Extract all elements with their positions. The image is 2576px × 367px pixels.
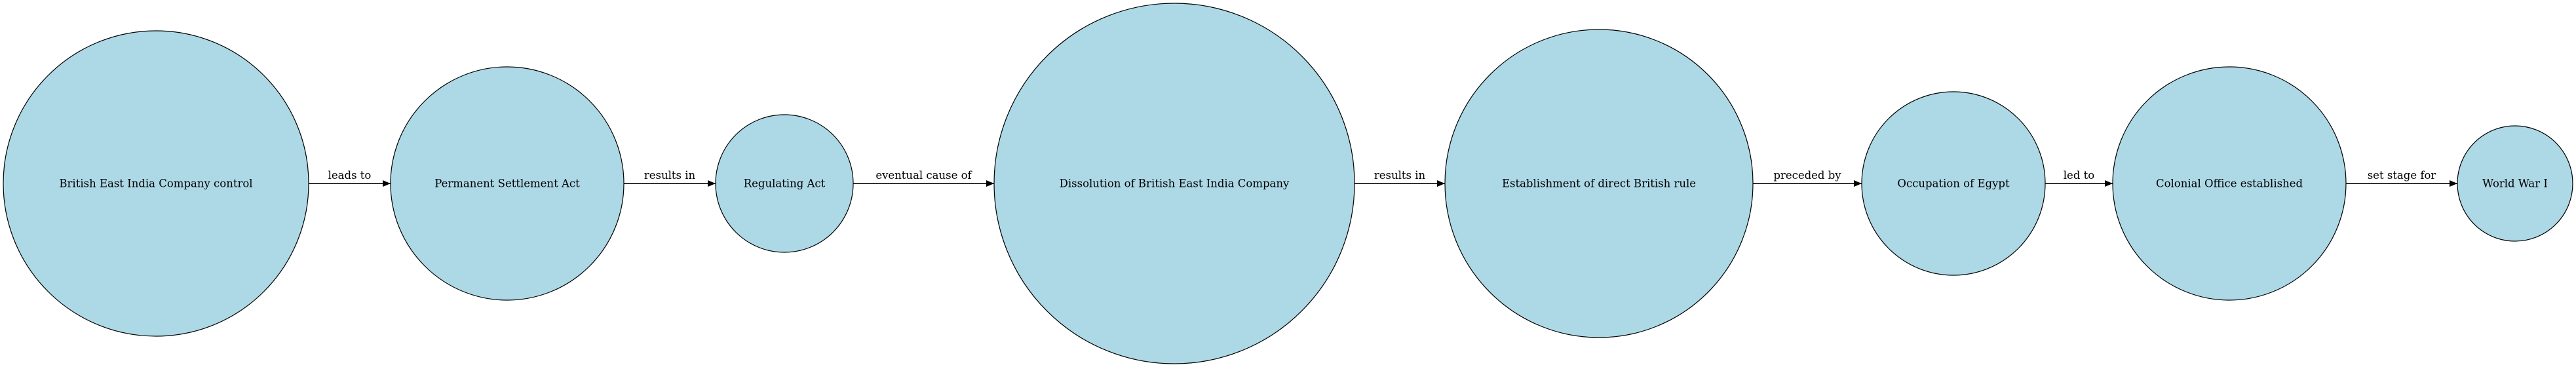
node-label: Dissolution of British East India Compan… <box>1060 178 1290 190</box>
node-n1[interactable]: British East India Company control <box>3 30 309 337</box>
node-n4[interactable]: Dissolution of British East India Compan… <box>993 3 1355 364</box>
node-circle <box>993 3 1355 364</box>
edge-label: leads to <box>328 169 372 182</box>
node-n2[interactable]: Permanent Settlement Act <box>390 66 625 301</box>
node-circle <box>1444 29 1754 338</box>
node-n3[interactable]: Regulating Act <box>715 114 854 253</box>
node-n6[interactable]: Occupation of Egypt <box>1861 91 2046 276</box>
node-label: Permanent Settlement Act <box>434 178 580 190</box>
nodes-layer: British East India Company control Perman… <box>3 3 2573 364</box>
edge-n2-n3[interactable]: results in <box>624 169 716 187</box>
edges-layer: leads to results in eventual cause of resul… <box>309 169 2457 187</box>
edge-n5-n6[interactable]: preceded by <box>1753 169 1862 187</box>
edge-label: set stage for <box>2368 169 2436 182</box>
node-label: Establishment of direct British rule <box>1502 178 1696 190</box>
node-label: Regulating Act <box>744 178 826 190</box>
node-label: World War I <box>2482 178 2548 190</box>
node-label: Colonial Office established <box>2156 178 2303 190</box>
edge-label: preceded by <box>1773 169 1841 182</box>
node-label: British East India Company control <box>59 178 252 190</box>
node-circle <box>715 114 854 253</box>
edge-n1-n2[interactable]: leads to <box>309 169 391 187</box>
edge-label: eventual cause of <box>875 169 972 182</box>
edge-n6-n7[interactable]: led to <box>2045 169 2113 187</box>
node-circle <box>2457 125 2573 242</box>
edge-n4-n5[interactable]: results in <box>1355 169 1445 187</box>
edge-label: results in <box>1374 169 1426 182</box>
edge-n7-n8[interactable]: set stage for <box>2346 169 2457 187</box>
node-circle <box>390 66 625 301</box>
edge-label: led to <box>2064 169 2094 182</box>
node-circle <box>3 30 309 337</box>
edge-label: results in <box>644 169 696 182</box>
node-circle <box>2112 66 2347 301</box>
edge-n3-n4[interactable]: eventual cause of <box>853 169 994 187</box>
node-circle <box>1861 91 2046 276</box>
node-n5[interactable]: Establishment of direct British rule <box>1444 29 1754 338</box>
node-label: Occupation of Egypt <box>1897 178 2010 190</box>
node-n7[interactable]: Colonial Office established <box>2112 66 2347 301</box>
node-n8[interactable]: World War I <box>2457 125 2573 242</box>
